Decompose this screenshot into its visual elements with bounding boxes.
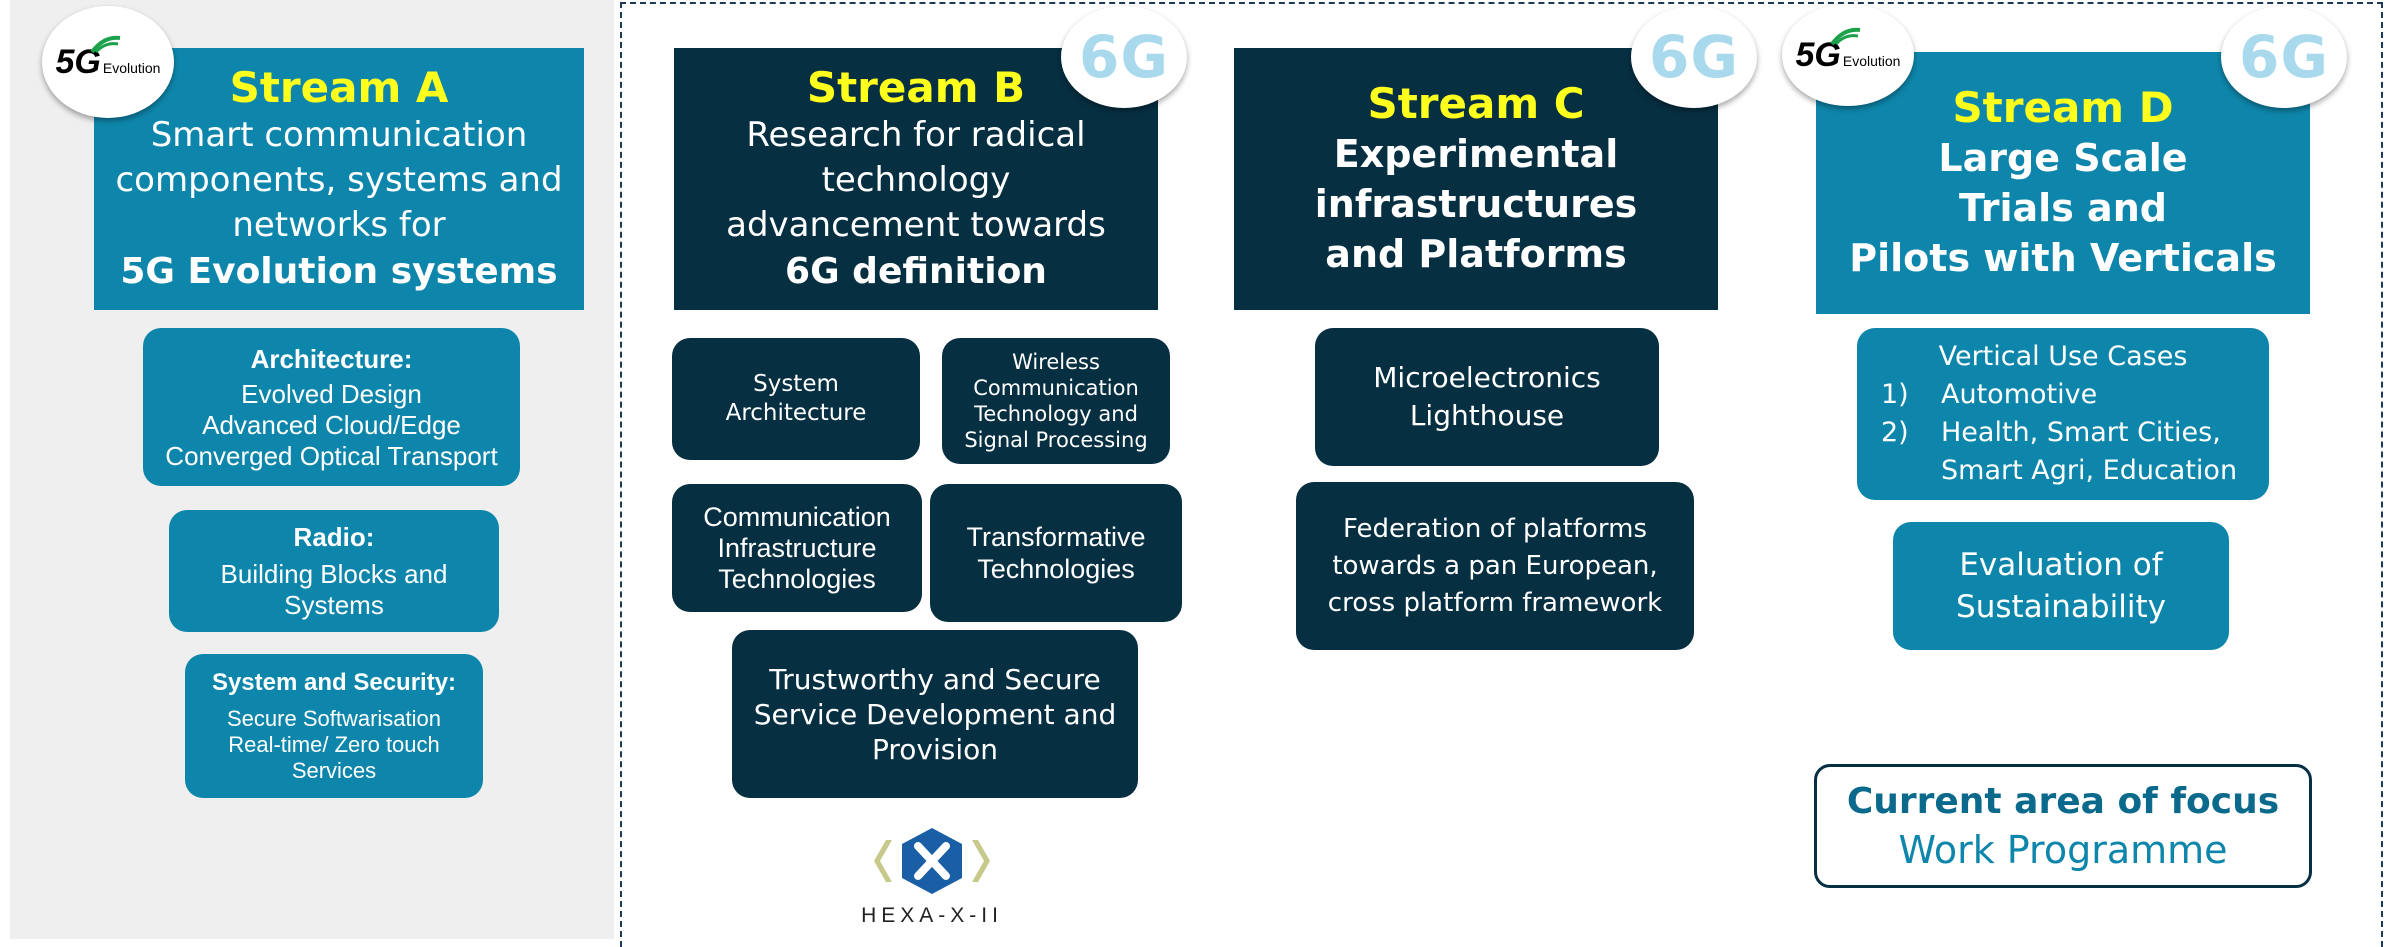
future-streams-dashed-frame <box>620 2 2383 947</box>
architecture-line-3: Converged Optical Transport <box>165 440 498 471</box>
stream-d-subtitle-line-1: Large Scale <box>1938 136 2188 180</box>
system-security-heading: System and Security: <box>211 669 457 696</box>
5g-evolution-badge-a: 5G Evolution <box>42 6 174 118</box>
wireless-line-3: Technology and <box>974 402 1138 426</box>
federation-line-1: Federation of platforms <box>1342 513 1648 544</box>
architecture-box: Architecture: Evolved Design Advanced Cl… <box>143 328 520 486</box>
vertical-item-1: 1) Automotive <box>1881 376 2245 414</box>
stream-d-subtitle-line-2: Trials and <box>1959 186 2167 230</box>
microelectronics-line-2: Lighthouse <box>1409 399 1565 432</box>
vertical-item-2: 2) Health, Smart Cities, <box>1881 414 2245 452</box>
radio-line-1: Building Blocks and <box>220 559 448 589</box>
microelectronics-line-1: Microelectronics <box>1373 361 1601 394</box>
wireless-communication-box: Wireless Communication Technology and Si… <box>942 338 1170 464</box>
communication-infrastructure-box: Communication Infrastructure Technologie… <box>672 484 922 612</box>
6g-badge-c: 6G <box>1631 6 1757 108</box>
vertical-item-3: Smart Agri, Education <box>1881 452 2245 490</box>
architecture-heading: Architecture: <box>250 343 413 374</box>
focus-line-1: Current area of focus <box>1846 781 2280 822</box>
badge-6g-text: 6G <box>2239 23 2329 91</box>
system-architecture-box: System Architecture <box>672 338 920 460</box>
stream-d-header: Stream D Large Scale Trials and Pilots w… <box>1816 52 2310 314</box>
badge-6g-text: 6G <box>1079 23 1169 91</box>
stream-a-header: Stream A Smart communication components,… <box>94 48 584 310</box>
trustworthy-line-1: Trustworthy and Secure <box>769 662 1101 696</box>
6g-badge-b: 6G <box>1061 6 1187 108</box>
stream-c-subtitle-line-1: Experimental <box>1333 132 1619 176</box>
vertical-item-3-text: Smart Agri, Education <box>1941 455 2238 486</box>
radio-heading: Radio: <box>293 522 375 552</box>
architecture-line-1: Evolved Design <box>241 378 422 409</box>
hexa-x-ii-text: HEXA-X-II <box>861 904 1003 927</box>
stream-a-subtitle: Smart communication components, systems … <box>115 114 563 245</box>
stream-a-title: Stream A <box>229 62 449 112</box>
transformative-line-2: Technologies <box>977 554 1135 584</box>
radio-box: Radio: Building Blocks and Systems <box>169 510 499 632</box>
stream-c-subtitle-line-2: infrastructures <box>1314 182 1638 226</box>
stream-b-subtitle-bold: 6G definition <box>785 250 1047 292</box>
hexa-x-logo-mark <box>874 828 990 894</box>
federation-line-2: towards a pan European, <box>1332 550 1658 581</box>
badge-evolution-text: Evolution <box>102 60 161 76</box>
system-security-box: System and Security: Secure Softwarisati… <box>185 654 483 798</box>
stream-d-title: Stream D <box>1952 83 2174 132</box>
vertical-item-1-text: Automotive <box>1941 379 2098 410</box>
microelectronics-box: Microelectronics Lighthouse <box>1315 328 1659 466</box>
current-area-of-focus-box: Current area of focus Work Programme <box>1814 764 2312 888</box>
stream-b-header: Stream B Research for radical technology… <box>674 48 1158 310</box>
stream-b-subtitle: Research for radical technology advancem… <box>726 114 1106 245</box>
system-architecture-line-2: Architecture <box>725 400 867 426</box>
signal-waves-icon <box>1830 27 1861 46</box>
radio-line-2: Systems <box>284 590 384 620</box>
5g-evolution-badge-d: 5G Evolution <box>1782 4 1914 106</box>
comm-infra-line-3: Technologies <box>718 563 876 594</box>
evaluation-line-1: Evaluation of <box>1959 547 2163 583</box>
trustworthy-line-2: Service Development and <box>753 697 1117 731</box>
comm-infra-line-2: Infrastructure <box>717 532 877 563</box>
federation-line-3: cross platform framework <box>1327 587 1663 618</box>
vertical-item-2-number: 2) <box>1881 417 1909 448</box>
stream-d-subtitle-line-3: Pilots with Verticals <box>1849 236 2277 280</box>
hexa-x-ii-logo: HEXA-X-II <box>852 826 1012 936</box>
vertical-use-cases-box: Vertical Use Cases 1) Automotive 2) Heal… <box>1857 328 2269 500</box>
system-security-line-1: Secure Softwarisation <box>227 706 441 731</box>
architecture-line-2: Advanced Cloud/Edge <box>202 409 461 440</box>
system-architecture-line-1: System <box>753 371 839 397</box>
evaluation-sustainability-box: Evaluation of Sustainability <box>1893 522 2229 650</box>
signal-waves-icon <box>90 35 121 54</box>
wireless-line-4: Signal Processing <box>964 428 1148 452</box>
wireless-line-1: Wireless <box>1012 350 1100 374</box>
transformative-line-1: Transformative <box>966 522 1146 552</box>
stream-c-subtitle-line-3: and Platforms <box>1325 232 1627 276</box>
focus-line-2: Work Programme <box>1898 828 2228 872</box>
comm-infra-line-1: Communication <box>703 501 891 532</box>
stream-a-subtitle-bold: 5G Evolution systems <box>120 250 558 292</box>
system-security-line-2: Real-time/ Zero touch <box>228 732 440 757</box>
vertical-item-2-text: Health, Smart Cities, <box>1941 417 2221 448</box>
system-security-line-3: Services <box>291 758 377 783</box>
badge-6g-text: 6G <box>1649 23 1739 91</box>
transformative-technologies-box: Transformative Technologies <box>930 484 1182 622</box>
federation-platforms-box: Federation of platforms towards a pan Eu… <box>1296 482 1694 650</box>
evaluation-line-2: Sustainability <box>1956 589 2166 625</box>
wireless-line-2: Communication <box>973 376 1139 400</box>
stream-c-title: Stream C <box>1367 79 1585 128</box>
vertical-item-1-number: 1) <box>1881 379 1909 410</box>
badge-evolution-text: Evolution <box>1842 53 1901 69</box>
trustworthy-line-3: Provision <box>871 732 998 766</box>
stream-b-title: Stream B <box>806 62 1026 112</box>
vertical-use-cases-heading: Vertical Use Cases <box>1938 341 2188 372</box>
6g-badge-d: 6G <box>2221 6 2347 108</box>
trustworthy-secure-box: Trustworthy and Secure Service Developme… <box>732 630 1138 798</box>
vertical-item-3-number <box>1881 452 1941 490</box>
stream-c-header: Stream C Experimental infrastructures an… <box>1234 48 1718 310</box>
